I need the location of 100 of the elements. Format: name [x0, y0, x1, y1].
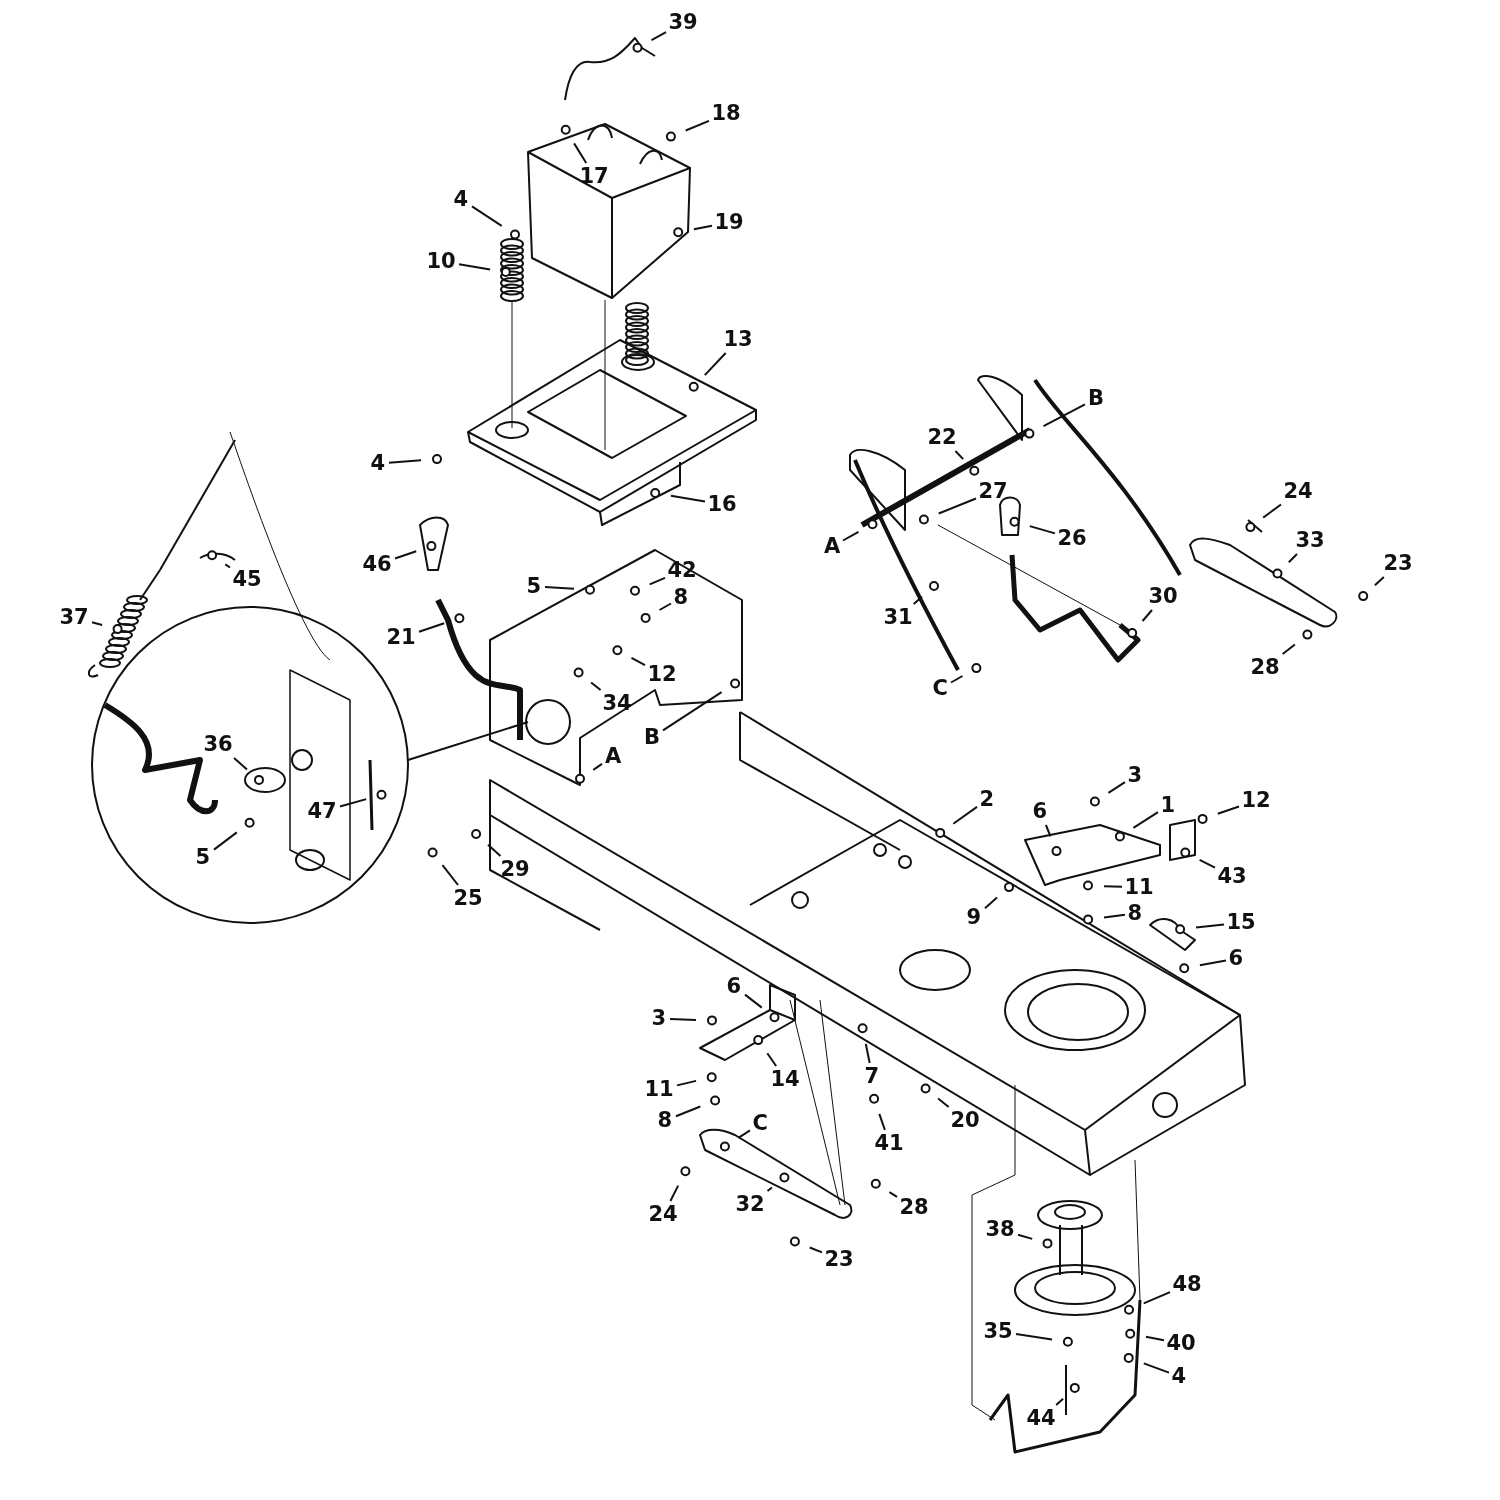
- leader-line: [458, 263, 492, 271]
- leader-line: [213, 831, 238, 851]
- leader-line: [703, 352, 727, 377]
- leader-line: [1198, 858, 1216, 869]
- callout-number: 3: [650, 1006, 668, 1030]
- leader-line: [224, 563, 231, 569]
- leader-line: [388, 459, 422, 464]
- leader-line: [1055, 1397, 1065, 1406]
- reference-letter: A: [604, 744, 623, 768]
- leader-line: [1142, 1291, 1171, 1305]
- callout-number: 24: [647, 1202, 679, 1226]
- leader-line: [573, 142, 588, 164]
- callout-number: 4: [452, 187, 470, 211]
- callout-number: 20: [949, 1108, 981, 1132]
- leader-line: [808, 1246, 823, 1254]
- leader-line: [1103, 913, 1126, 919]
- callout-number: 34: [601, 691, 633, 715]
- leader-line: [1028, 525, 1056, 535]
- leader-line: [937, 1097, 950, 1108]
- leader-line: [590, 681, 602, 691]
- callout-number: 5: [525, 574, 543, 598]
- callout-number: 23: [823, 1247, 855, 1271]
- leader-line: [937, 497, 977, 515]
- leader-line: [648, 576, 666, 586]
- callout-number: 26: [1056, 526, 1088, 550]
- leader-line: [984, 896, 998, 910]
- leader-line: [1195, 923, 1225, 929]
- callout-number: 15: [1225, 910, 1257, 934]
- leader-line: [842, 530, 860, 542]
- leader-line: [1044, 824, 1052, 838]
- leader-line: [1132, 811, 1159, 829]
- leader-line: [912, 595, 923, 605]
- callout-number: 40: [1165, 1331, 1197, 1355]
- callout-number: 6: [1227, 946, 1245, 970]
- leader-line: [737, 1129, 751, 1139]
- callout-number: 45: [231, 567, 263, 591]
- callout-number: 42: [666, 558, 698, 582]
- callout-number: 4: [1170, 1364, 1188, 1388]
- leader-line: [1281, 643, 1296, 655]
- callout-number: 25: [452, 886, 484, 910]
- leader-line: [766, 1186, 773, 1192]
- callout-number: 2: [978, 787, 996, 811]
- callout-number: 36: [202, 732, 234, 756]
- callout-number: 3: [1126, 763, 1144, 787]
- callout-number: 28: [1249, 655, 1281, 679]
- leader-line: [1142, 1362, 1170, 1374]
- callout-number: 48: [1171, 1272, 1203, 1296]
- callout-number: 21: [385, 625, 417, 649]
- leader-line: [766, 1052, 778, 1067]
- leader-line: [658, 602, 672, 611]
- callout-number: 7: [863, 1064, 881, 1088]
- reference-letter: C: [751, 1111, 769, 1135]
- callout-number: 39: [667, 10, 699, 34]
- callout-number: 31: [882, 605, 914, 629]
- callout-number: 24: [1282, 479, 1314, 503]
- leader-line: [487, 843, 502, 857]
- leader-line: [888, 1191, 898, 1198]
- leader-line: [418, 622, 446, 633]
- callout-number: 18: [710, 101, 742, 125]
- leader-line: [744, 993, 763, 1009]
- callout-number: 6: [725, 974, 743, 998]
- leader-line: [1017, 1233, 1034, 1240]
- leader-line: [394, 550, 418, 560]
- leader-line: [692, 224, 713, 231]
- callout-number: 46: [361, 552, 393, 576]
- leader-line: [669, 1017, 697, 1021]
- reference-letter: A: [823, 534, 842, 558]
- callout-number: 33: [1294, 528, 1326, 552]
- leader-line: [91, 621, 104, 626]
- leader-line: [950, 675, 964, 684]
- leader-line: [592, 762, 603, 771]
- leader-line: [1198, 959, 1227, 967]
- callout-number: 43: [1216, 864, 1248, 888]
- callout-number: 14: [769, 1067, 801, 1091]
- callout-number: 16: [706, 492, 738, 516]
- reference-letter: C: [931, 676, 949, 700]
- callout-number: 35: [982, 1319, 1014, 1343]
- reference-letter: B: [643, 725, 661, 749]
- callout-number: 1: [1159, 793, 1177, 817]
- callout-number: 22: [926, 425, 958, 449]
- leader-line: [878, 1112, 886, 1131]
- callout-number: 29: [499, 857, 531, 881]
- leader-line: [441, 864, 459, 886]
- leader-line: [662, 691, 723, 732]
- leader-line: [339, 798, 368, 808]
- callout-number: 37: [58, 605, 90, 629]
- leader-line: [669, 494, 706, 503]
- callout-number: 28: [898, 1195, 930, 1219]
- leader-line: [1103, 885, 1123, 888]
- callout-number: 17: [578, 164, 610, 188]
- leader-line: [1216, 805, 1240, 815]
- leader-line: [864, 1042, 871, 1064]
- leader-line: [544, 586, 575, 590]
- leader-line: [1373, 576, 1385, 587]
- callout-number: 23: [1382, 551, 1414, 575]
- callout-number: 30: [1147, 584, 1179, 608]
- leader-line: [1042, 403, 1086, 428]
- callout-number: 4: [369, 451, 387, 475]
- leader-line: [630, 656, 646, 667]
- leader-line: [1141, 609, 1153, 622]
